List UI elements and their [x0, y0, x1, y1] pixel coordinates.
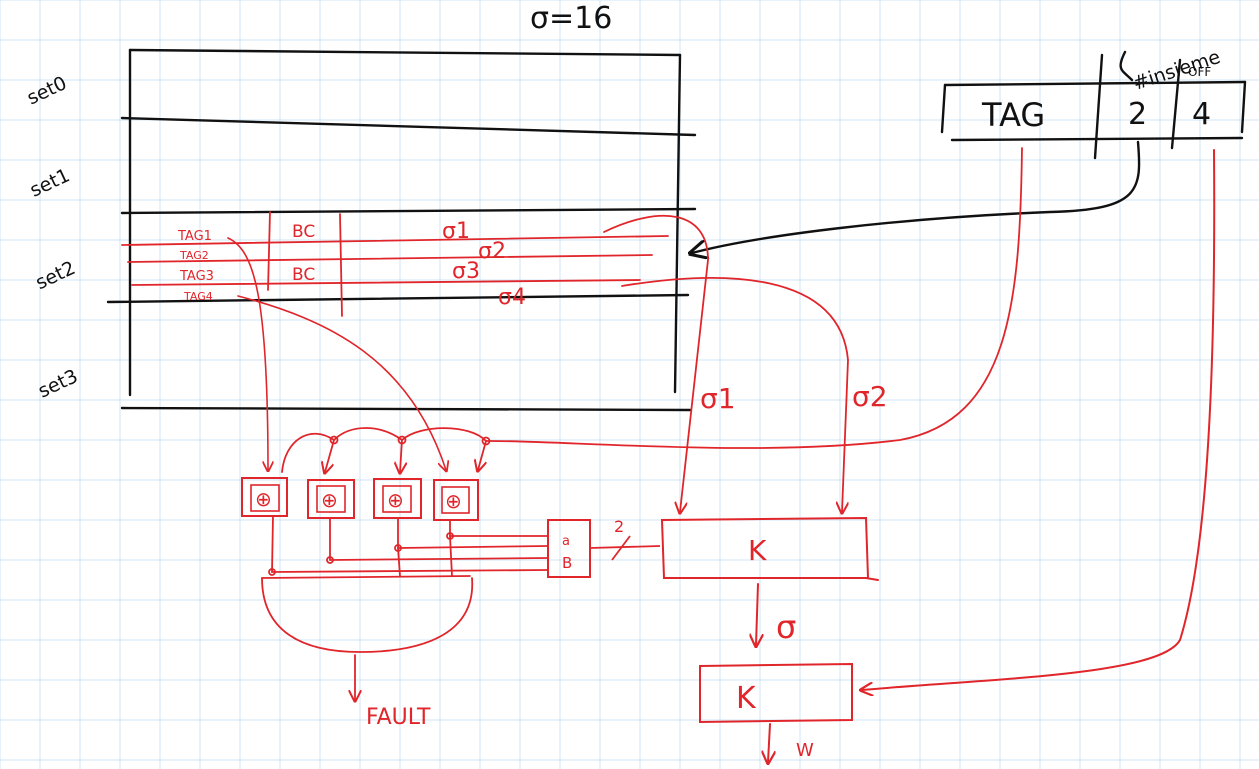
cache-right-edge	[675, 55, 680, 392]
comparator-symbol-4: ⊕	[445, 489, 462, 513]
row-divider-1	[122, 209, 695, 213]
tag-4: TAG4	[183, 290, 213, 303]
tag-bus-line	[486, 148, 1022, 448]
tag-bus-drop-2	[325, 440, 334, 472]
mux-2-label: K	[736, 681, 757, 716]
mux-2-box	[700, 664, 852, 722]
sigma-out-label: σ	[776, 608, 796, 646]
address-right	[1242, 82, 1245, 132]
tag-bus	[282, 148, 1022, 472]
set-labels: set0 set1 set2 set3	[24, 72, 82, 402]
bc-1: BC	[292, 222, 315, 242]
sigma-links	[604, 216, 848, 512]
tag-bus-arcs	[282, 428, 486, 472]
sigma1-link	[604, 216, 708, 512]
encoder-wiring	[262, 516, 548, 700]
bc-2: BC	[292, 265, 315, 285]
set2-col-divider-2	[340, 214, 342, 316]
title: σ=16	[530, 1, 612, 36]
tag-bus-drop-4	[478, 441, 486, 470]
word-arrow	[768, 724, 770, 762]
sigma1-label: σ1	[700, 382, 736, 415]
enc-in-1	[272, 570, 548, 572]
comparator-3: ⊕	[374, 479, 421, 518]
comparator-symbol-1: ⊕	[255, 487, 272, 511]
address-index: 2	[1128, 97, 1147, 132]
comparator-symbol-2: ⊕	[321, 488, 338, 512]
set-label-3: set3	[35, 365, 82, 402]
mux-1-tail	[866, 578, 878, 580]
tag-link-2	[238, 296, 446, 470]
out-wire-1	[272, 516, 273, 572]
mux-1-out	[756, 584, 758, 645]
tag-2: TAG2	[179, 249, 209, 262]
comparator-symbol-3: ⊕	[387, 488, 404, 512]
address-div-1	[1095, 55, 1102, 158]
set2-tags: TAG1 TAG2 TAG3 TAG4 BC BC σ1 σ2 σ3 σ4	[177, 219, 526, 310]
sel-width: 2	[614, 517, 624, 536]
comparator-4: ⊕	[434, 480, 478, 520]
sigma-4: σ4	[498, 285, 526, 310]
mux-1	[662, 518, 878, 645]
offset-arrow	[862, 150, 1214, 690]
enc-in-3	[398, 546, 548, 548]
address-tag: TAG	[981, 96, 1045, 134]
tag-3: TAG3	[179, 269, 214, 284]
set-label-1: set1	[27, 164, 74, 201]
tag-links	[228, 238, 446, 470]
set-label-0: set0	[24, 72, 71, 109]
mux-1-label: K	[748, 534, 767, 567]
set-label-2: set2	[32, 257, 79, 294]
address-left	[942, 85, 945, 132]
encoder-bottom: B	[562, 554, 572, 572]
set2-col-divider-1	[268, 212, 270, 290]
or-gate	[262, 578, 472, 652]
cache-top-edge	[130, 50, 680, 55]
tag-link-1	[228, 238, 268, 470]
tag-1: TAG1	[177, 229, 212, 244]
address-offset: 4	[1192, 97, 1211, 132]
sigma-3: σ3	[452, 259, 480, 284]
index-arrow	[692, 142, 1139, 253]
row-divider-3	[122, 408, 690, 410]
comparator-2: ⊕	[308, 480, 354, 518]
row-divider-0	[122, 118, 695, 135]
fault-label: FAULT	[366, 705, 431, 730]
word-label: W	[796, 740, 814, 761]
or-input-bar	[262, 576, 470, 578]
mux-2	[700, 150, 1214, 762]
header-offset: OFF	[1188, 65, 1211, 79]
sigma2-label: σ2	[852, 380, 888, 413]
encoder-top: a	[562, 534, 570, 549]
sigma-2: σ2	[478, 239, 506, 264]
sigma-1: σ1	[442, 219, 470, 244]
